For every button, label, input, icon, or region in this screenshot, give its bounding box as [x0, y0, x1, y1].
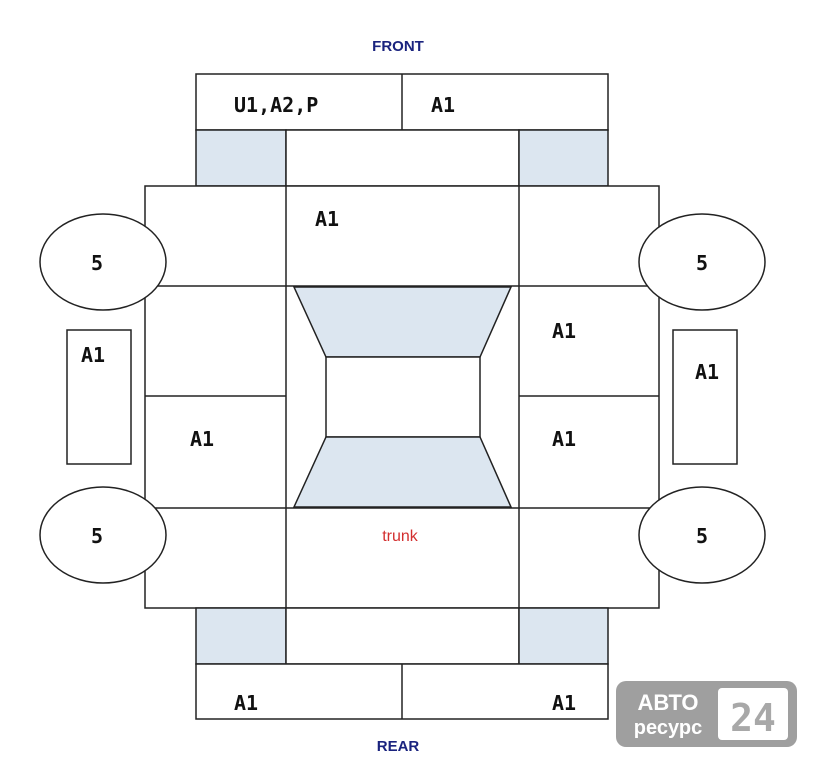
hood-right-label: A1	[431, 93, 455, 117]
left-mirror-label: A1	[81, 343, 105, 367]
rear-right-light	[518, 607, 609, 665]
rear-left-light	[195, 607, 287, 665]
rear-bumper-left-label: A1	[234, 691, 258, 715]
wheel-rear-left-label: 5	[91, 524, 103, 548]
wheel-front-left	[39, 213, 167, 311]
wheel-front-right	[638, 213, 766, 311]
trunk-label: trunk	[382, 528, 419, 545]
watermark-line2: ресурс	[634, 717, 702, 739]
windshield-rear	[292, 436, 513, 508]
wheel-rear-right-label: 5	[696, 524, 708, 548]
watermark-logo: АВТО ресурс 24	[616, 681, 797, 747]
rear-label: REAR	[377, 738, 420, 755]
wheel-rear-right	[638, 486, 766, 584]
wheel-front-right-label: 5	[696, 251, 708, 275]
hood-left-label: U1,A2,P	[234, 93, 318, 117]
front-left-light	[195, 129, 287, 187]
right-mirror-label: A1	[695, 360, 719, 384]
rear-bumper-right-label: A1	[552, 691, 576, 715]
left-mirror	[66, 329, 132, 465]
roof-front-label: A1	[315, 207, 339, 231]
right-front-door-label: A1	[552, 319, 576, 343]
wheel-front-left-label: 5	[91, 251, 103, 275]
watermark-number-box	[718, 688, 788, 740]
front-label: FRONT	[372, 38, 424, 55]
left-rear-door-label: A1	[190, 427, 214, 451]
hood-panel	[285, 129, 520, 187]
watermark-number: 24	[730, 696, 776, 740]
trunk-lid-panel	[285, 607, 520, 665]
wheel-rear-left	[39, 486, 167, 584]
watermark-line1: АВТО	[638, 690, 699, 715]
front-right-light	[518, 129, 609, 187]
right-mirror	[672, 329, 738, 465]
roof-panel	[325, 356, 481, 438]
windshield-front	[292, 286, 513, 358]
right-rear-door-label: A1	[552, 427, 576, 451]
